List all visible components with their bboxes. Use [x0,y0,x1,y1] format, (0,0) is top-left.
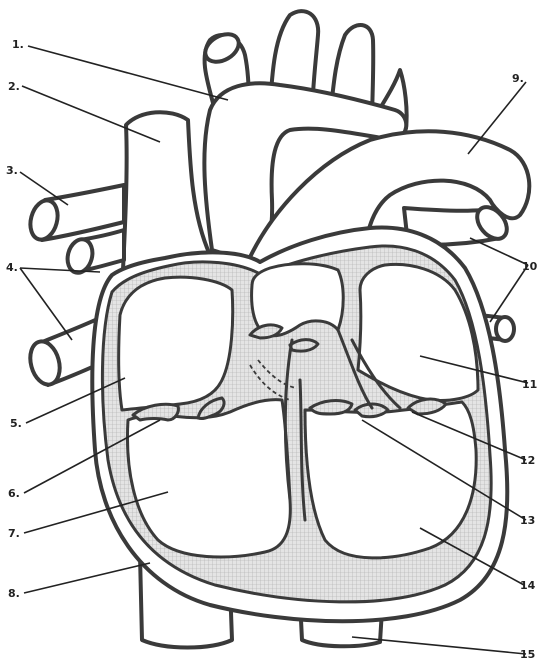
label-6: 6. [8,487,20,500]
pulmonary-trunk [243,129,532,270]
label-5: 5. [10,417,22,430]
tricuspid-valve [131,396,226,422]
label-15: 15 [520,648,535,661]
right-atrium [117,275,235,412]
leader-lines [19,45,529,655]
label-2: 2. [8,80,20,93]
right-ventricle [126,398,292,559]
semilunar-valves [248,323,320,353]
label-3: 3. [6,164,18,177]
right-pulmonary-artery [28,183,126,275]
label-10: 10 [522,260,538,273]
label-7: 7. [8,527,20,540]
septum-line-3 [336,328,374,410]
bicuspid-valve [308,397,448,419]
septum-line-2 [298,378,307,522]
foramen-ovale-dashed [249,364,291,401]
label-14: 14 [520,579,536,592]
label-12: 12 [520,454,535,467]
septum-line-4 [350,338,402,410]
label-8: 8. [8,587,20,600]
aorta [202,81,409,267]
label-4: 4. [6,261,18,274]
label-11: 11 [522,378,537,391]
left-atrium [356,262,480,402]
foramen-ovale-dashed-2 [257,359,297,389]
septum-line-1 [283,338,294,502]
left-ventricle [303,400,478,560]
label-9: 9. [512,72,524,85]
label-13: 13 [520,514,535,527]
label-1: 1. [12,38,24,51]
